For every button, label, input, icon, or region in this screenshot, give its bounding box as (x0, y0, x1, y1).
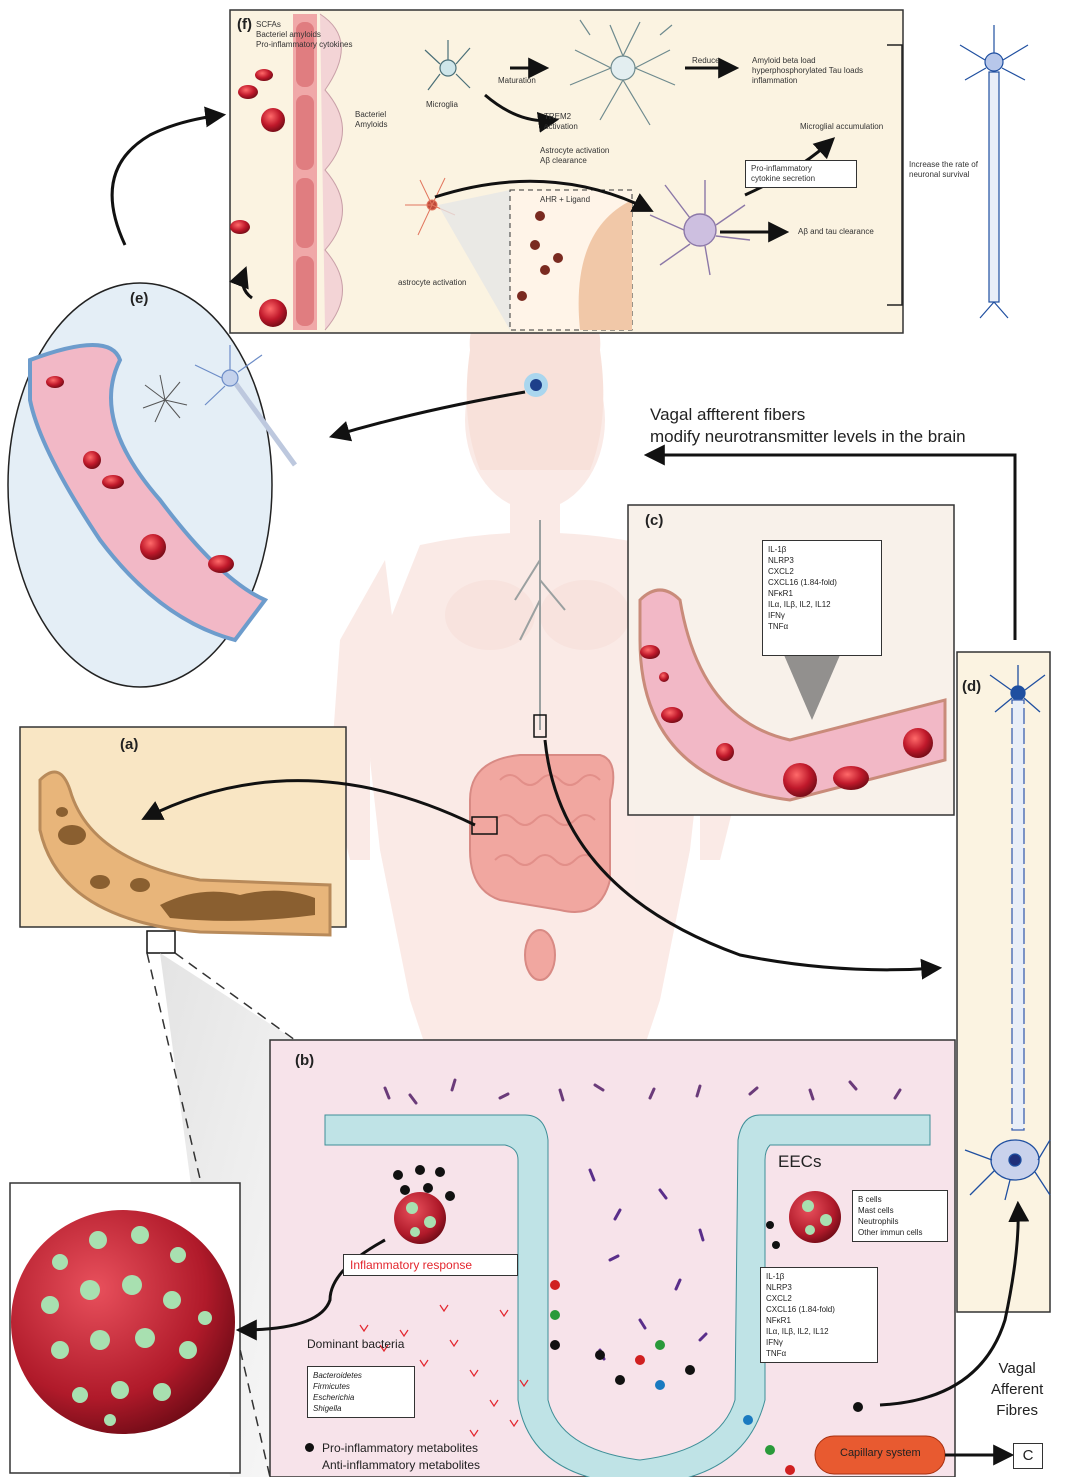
b-cytokine-nlrp3: NLRP3 (766, 1282, 872, 1293)
dominant-bacteria-label: Dominant bacteria (307, 1337, 404, 1351)
bacteria-firmicutes: Firmicutes (313, 1381, 409, 1392)
legend-pro-dot (305, 1443, 314, 1452)
b-cytokine-cxcl2: CXCL2 (766, 1293, 872, 1304)
metabolite-legend: Pro-inflammatory metabolites Anti-inflam… (305, 1440, 480, 1474)
reduce-effect-inflammation: inflammation (752, 76, 863, 86)
b-cytokine-cxcl16: CXCL16 (1.84-fold) (766, 1304, 872, 1315)
vagal-fibers-line2: modify neurotransmitter levels in the br… (650, 426, 966, 448)
maturation-label: Maturation (498, 76, 536, 86)
astrocyte-activation-line1: Astrocyte activation (540, 146, 609, 156)
trem2-label: TREM2 activation (544, 112, 578, 132)
panel-b-cytokine-box: IL-1β NLRP3 CXCL2 CXCL16 (1.84-fold) NFκ… (760, 1267, 878, 1363)
vagal-afferent-line2: Afferent (991, 1379, 1043, 1400)
bacteria-shigella: Shigella (313, 1403, 409, 1414)
vagal-fibers-caption: Vagal affterent fibers modify neurotrans… (650, 404, 966, 448)
legend-anti: Anti-inflammatory metabolites (305, 1457, 480, 1474)
bacterial-amyloids-label: Bacteriel Amyloids (355, 110, 387, 130)
pro-inflammatory-cytokine-box: Pro-inflammatory cytokine secretion (745, 160, 857, 188)
immune-cells-box: B cells Mast cells Neutrophils Other imm… (852, 1190, 948, 1242)
panel-d-label: (d) (962, 678, 981, 695)
immune-b-cells: B cells (858, 1194, 942, 1205)
trem2-line2: activation (544, 122, 578, 132)
legend-pro: Pro-inflammatory metabolites (305, 1440, 480, 1457)
panel-a-zoom-box (147, 931, 175, 953)
panel-d-frame (957, 652, 1050, 1312)
panel-c-label: (c) (645, 512, 663, 529)
legend-anti-spacer (305, 1460, 314, 1469)
microglia-label: Microglia (426, 100, 458, 110)
b-cytokine-il1b: IL-1β (766, 1271, 872, 1282)
c-cytokine-nfkr1: NFκR1 (768, 588, 876, 599)
neuronal-survival-label: Increase the rate of neuronal survival (909, 160, 978, 180)
astrocyte-activation-bottom: astrocyte activation (398, 278, 466, 288)
b-cytokine-interleukins: ILα, ILβ, IL2, IL12 (766, 1326, 872, 1337)
brain-marker-inner (530, 379, 542, 391)
immune-other: Other immun cells (858, 1227, 942, 1238)
panel-b-label: (b) (295, 1052, 314, 1069)
c-cytokine-nlrp3: NLRP3 (768, 555, 876, 566)
pro-inflammatory-line2: cytokine secretion (751, 174, 851, 184)
inflammatory-response-label: Inflammatory response (343, 1254, 518, 1276)
c-cytokine-tnfa: TNFα (768, 621, 876, 632)
neuronal-survival-line2: neuronal survival (909, 170, 978, 180)
metabolite-scfas: SCFAs (256, 20, 352, 30)
bacteria-bacteroidetes: Bacteroidetes (313, 1370, 409, 1381)
panel-b-cell-inflammatory (394, 1192, 446, 1244)
immune-neutrophils: Neutrophils (858, 1216, 942, 1227)
legend-pro-text: Pro-inflammatory metabolites (322, 1441, 478, 1455)
bacteria-list-box: Bacteroidetes Firmicutes Escherichia Shi… (307, 1366, 415, 1418)
c-cytokine-cxcl2: CXCL2 (768, 566, 876, 577)
reduce-effect-amyloid: Amyloid beta load (752, 56, 863, 66)
astrocyte-activation-line2: Aβ clearance (540, 156, 609, 166)
metabolite-amyloids: Bacteriel amyloids (256, 30, 352, 40)
ahr-ligand-label: AHR + Ligand (540, 195, 590, 205)
panel-f-label: (f) (237, 16, 252, 33)
c-cytokine-interleukins: ILα, ILβ, IL2, IL12 (768, 599, 876, 610)
b-cytokine-nfkr1: NFκR1 (766, 1315, 872, 1326)
c-reference-box: C (1013, 1443, 1043, 1469)
legend-anti-text: Anti-inflammatory metabolites (322, 1458, 480, 1472)
panel-b-cell-immune (789, 1191, 841, 1243)
microglial-accumulation-label: Microglial accumulation (800, 122, 883, 132)
reduce-effects: Amyloid beta load hyperphosphorylated Ta… (752, 56, 863, 86)
bacterial-amyloids-line2: Amyloids (355, 120, 387, 130)
panel-c-cytokine-box: IL-1β NLRP3 CXCL2 CXCL16 (1.84-fold) NFκ… (762, 540, 882, 656)
panel-e-label: (e) (130, 290, 148, 307)
vagal-afferent-fibres-label: Vagal Afferent Fibres (991, 1358, 1043, 1421)
reduce-label: Reduce (692, 56, 720, 66)
eecs-label: EECs (778, 1152, 821, 1172)
c-cytokine-cxcl16: CXCL16 (1.84-fold) (768, 577, 876, 588)
bacterial-amyloids-line1: Bacteriel (355, 110, 387, 120)
pro-inflammatory-line1: Pro-inflammatory (751, 164, 851, 174)
panel-f-metabolites: SCFAs Bacteriel amyloids Pro-inflammator… (256, 20, 352, 50)
trem2-line1: TREM2 (544, 112, 578, 122)
abeta-tau-clearance-label: Aβ and tau clearance (798, 227, 874, 237)
vagal-fibers-line1: Vagal affterent fibers (650, 404, 966, 426)
reduce-effect-tau: hyperphosphorylated Tau loads (752, 66, 863, 76)
bacteria-escherichia: Escherichia (313, 1392, 409, 1403)
capillary-system-label: Capillary system (840, 1447, 921, 1459)
astrocyte-activation-top: Astrocyte activation Aβ clearance (540, 146, 609, 166)
vagal-afferent-line1: Vagal (991, 1358, 1043, 1379)
vagal-afferent-line3: Fibres (991, 1400, 1043, 1421)
c-cytokine-il1b: IL-1β (768, 544, 876, 555)
b-cytokine-ifng: IFNγ (766, 1337, 872, 1348)
c-cytokine-ifng: IFNγ (768, 610, 876, 621)
metabolite-cytokines: Pro-inflammatory cytokines (256, 40, 352, 50)
b-cytokine-tnfa: TNFα (766, 1348, 872, 1359)
neuronal-survival-line1: Increase the rate of (909, 160, 978, 170)
panel-a-label: (a) (120, 736, 138, 753)
immune-mast-cells: Mast cells (858, 1205, 942, 1216)
